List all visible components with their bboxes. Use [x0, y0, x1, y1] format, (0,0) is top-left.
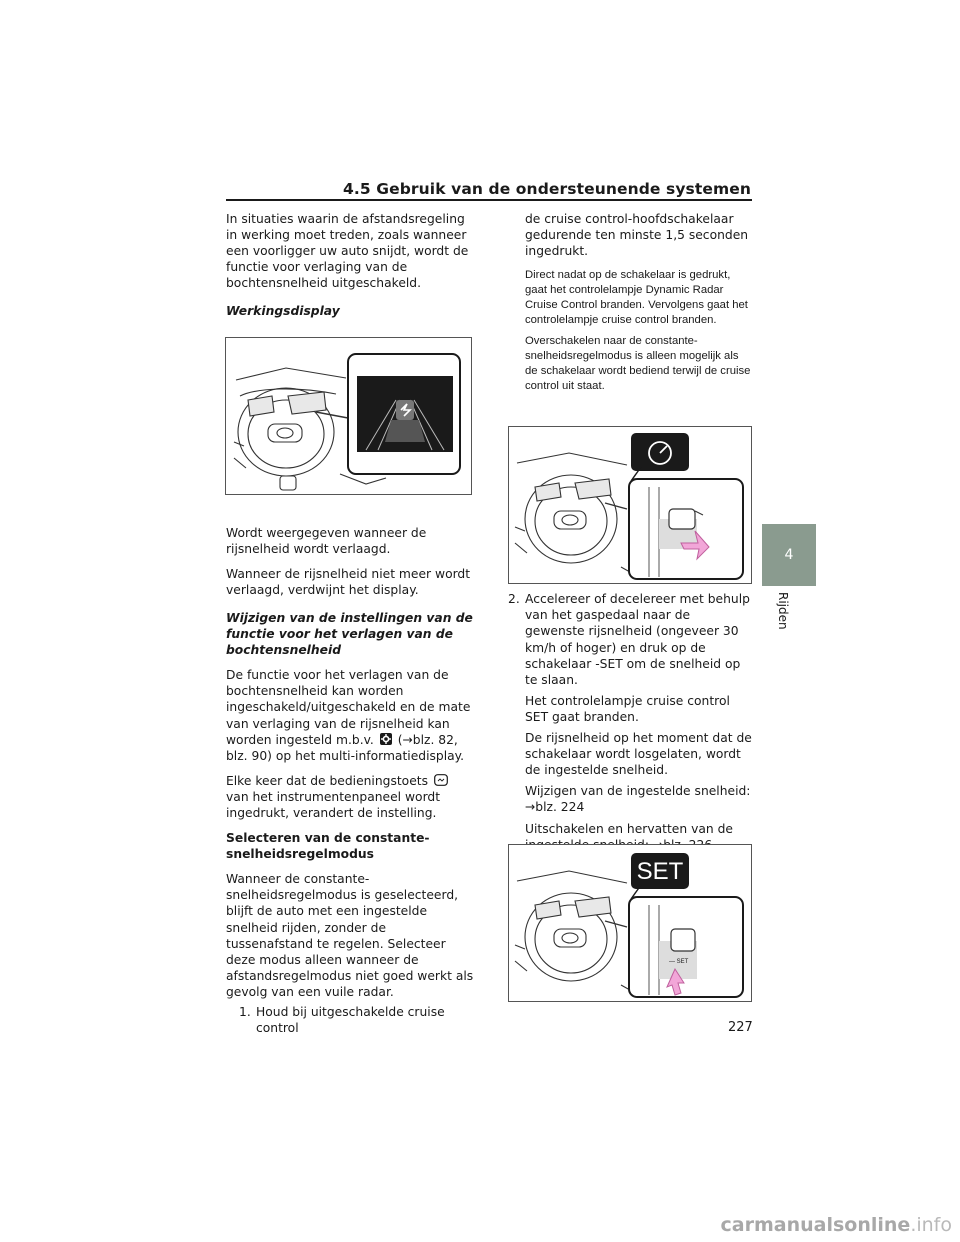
- heading-change: Wijzigen van de instellingen van de func…: [226, 610, 473, 658]
- change-p1-text-a: De functie voor het verlagen van de boch…: [226, 668, 471, 747]
- change-p2-text-b: van het instrumentenpaneel wordt ingedru…: [226, 789, 441, 820]
- control-button-icon: [434, 773, 448, 786]
- change-p2-text-a: Elke keer dat de bedieningstoets: [226, 773, 428, 788]
- chapter-label-text: Rijden: [776, 592, 790, 630]
- chapter-label: Rijden: [762, 590, 816, 650]
- step-1-continued: de cruise control-hoofdschakelaar gedure…: [525, 212, 749, 259]
- watermark: carmanualsonline.info: [721, 1214, 952, 1236]
- watermark-brand: carmanualsonline: [720, 1214, 911, 1236]
- heading-display: Werkingsdisplay: [226, 304, 340, 319]
- figure-set-switch: SET — SET: [508, 844, 752, 1002]
- set-switch-label: — SET: [669, 959, 689, 965]
- step-2: 2. Accelereer of decelereer met behulp va…: [508, 591, 752, 688]
- note-1: Direct nadat op de schakelaar is gedrukt…: [525, 269, 748, 327]
- change-paragraph-1: De functie voor het verlagen van de boch…: [226, 667, 474, 764]
- display-hidden: Wanneer de rijsnelheid niet meer wordt v…: [226, 566, 471, 597]
- step-1-text-a: Houd bij uitgeschakelde cruise control: [256, 1005, 445, 1036]
- right-column: de cruise control-hoofdschakelaar gedure…: [508, 211, 752, 862]
- note-2: Overschakelen naar de constante-snelheid…: [525, 335, 751, 393]
- dashboard-illustration-2: [514, 433, 744, 580]
- left-column: In situaties waarin de afstandsregeling …: [226, 211, 474, 1045]
- intro-paragraph: In situaties waarin de afstandsregeling …: [226, 212, 469, 291]
- settings-gear-icon: [379, 732, 392, 745]
- constant-paragraph: Wanneer de constante-snelheidsregelmodus…: [226, 872, 474, 999]
- change-p1-text-b: (→blz. 82, blz. 90) op het multi-informa…: [226, 732, 465, 763]
- step-2-para-2: Het controlelampje cruise control SET ga…: [525, 693, 730, 724]
- dashboard-illustration-1: [233, 353, 461, 491]
- step-2-para-4: Wijzigen van de ingestelde snelheid: →bl…: [525, 784, 751, 815]
- step-2-para-3: De rijsnelheid op het moment dat de scha…: [525, 731, 752, 778]
- change-paragraph-2: Elke keer dat de bedieningstoets van het…: [226, 773, 474, 821]
- step-1-number: 1.: [239, 1005, 251, 1019]
- figure-operation-display: [225, 337, 472, 495]
- display-shown: Wordt weergegeven wanneer de rijsnelheid…: [226, 525, 427, 556]
- watermark-suffix: .info: [910, 1214, 952, 1236]
- section-title: 4.5 Gebruik van de ondersteunende system…: [343, 180, 751, 198]
- heading-constant: Selecteren van de constante-snelheidsreg…: [226, 831, 430, 862]
- header-rule: [226, 199, 752, 201]
- page-number: 227: [728, 1020, 753, 1035]
- figure-main-switch: [508, 426, 752, 584]
- set-indicator-label: SET: [637, 858, 684, 885]
- dashboard-illustration-3: SET — SET: [514, 853, 744, 998]
- step-2-text: Accelereer of decelereer met behulp van …: [525, 592, 750, 687]
- step-1-start: 1. Houd bij uitgeschakelde cruise control: [226, 1004, 474, 1036]
- chapter-number: 4: [784, 547, 794, 563]
- chapter-tab: 4: [762, 524, 816, 586]
- step-2-number: 2.: [508, 592, 520, 607]
